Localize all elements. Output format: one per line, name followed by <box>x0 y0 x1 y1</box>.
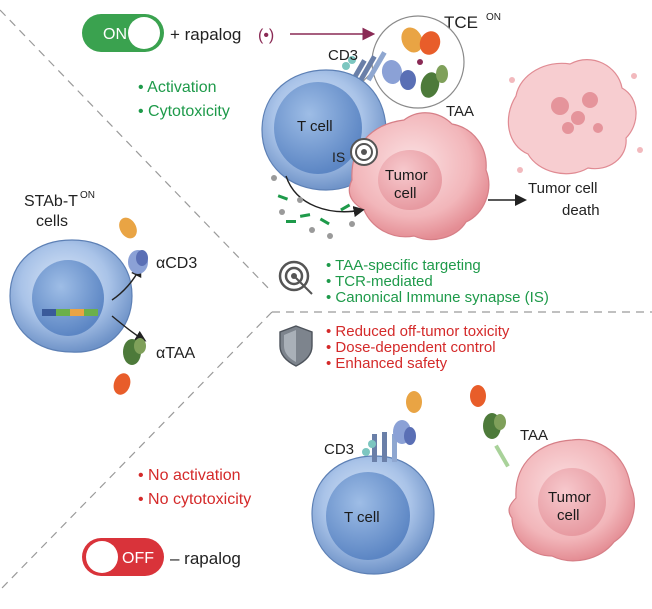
on-effect-cytotoxicity: • Cytotoxicity <box>138 103 230 120</box>
tce-label: TCE <box>444 13 478 32</box>
target-icon <box>278 260 313 295</box>
divider-upper-diagonal <box>0 9 273 293</box>
tce-zoom-circle <box>349 15 465 109</box>
ataa-label: αTAA <box>156 345 196 362</box>
t-cell-label-off: T cell <box>344 509 380 526</box>
feature-targeting-1: • TAA-specific targeting <box>326 257 481 274</box>
cd3-label-on: CD3 <box>328 47 358 64</box>
feature-safety-1: • Reduced off-tumor toxicity <box>326 323 510 340</box>
minus-rapalog-text: – rapalog <box>170 549 241 568</box>
feature-targeting-3: • Canonical Immune synapse (IS) <box>326 289 549 306</box>
acd3-fragment-off <box>393 391 422 445</box>
tumor-death-label-2: death <box>562 202 600 219</box>
plus-rapalog-text: + rapalog <box>170 25 241 44</box>
stab-t-cell <box>9 239 133 353</box>
tumor-cell-off: Tumor cell <box>508 438 635 562</box>
is-label: IS <box>332 149 345 165</box>
acd3-label: αCD3 <box>156 255 197 272</box>
tumor-cell-on: Tumor cell <box>348 112 490 241</box>
off-toggle-label: OFF <box>122 550 154 567</box>
stab-t-superscript: ON <box>80 190 95 201</box>
tumor-label-off-2: cell <box>557 507 580 524</box>
immune-synapse-icon <box>350 138 378 166</box>
tumor-death-label-1: Tumor cell <box>528 180 597 197</box>
tumor-label-off-1: Tumor <box>548 489 591 506</box>
dying-tumor-cell <box>507 59 643 175</box>
tumor-label-on-1: Tumor <box>385 167 428 184</box>
t-cell-label-on: T cell <box>297 118 333 135</box>
cytotoxic-granules <box>271 175 365 239</box>
stab-t-label: STAb-T <box>24 193 78 210</box>
transgene-cassette <box>42 309 98 316</box>
off-effect-no-activation: • No activation <box>138 467 241 484</box>
tumor-label-on-2: cell <box>394 185 417 202</box>
stab-t-cells-label: cells <box>36 213 68 230</box>
ataa-fragment-off <box>470 385 510 468</box>
cd3-label-off: CD3 <box>324 441 354 458</box>
tcr-cd3-complex <box>342 51 387 90</box>
on-toggle-label: ON <box>103 26 127 43</box>
feature-targeting-2: • TCR-mediated <box>326 273 433 290</box>
acd3-antibody <box>119 217 148 274</box>
on-toggle: ON <box>82 14 164 52</box>
ataa-antibody <box>113 338 146 395</box>
taa-label-on: TAA <box>446 103 474 120</box>
taa-label-off: TAA <box>520 427 548 444</box>
divider-lower-diagonal <box>0 311 273 591</box>
dividers <box>0 9 652 591</box>
shield-icon <box>279 325 313 367</box>
t-cell-off: T cell <box>311 455 435 575</box>
tce-superscript: ON <box>486 12 501 23</box>
cd3-receptors-off <box>362 432 397 462</box>
off-toggle: OFF <box>82 538 164 576</box>
on-effect-activation: • Activation <box>138 79 217 96</box>
rapalog-symbol: (•) <box>258 27 274 44</box>
feature-safety-3: • Enhanced safety <box>326 355 448 372</box>
feature-safety-2: • Dose-dependent control <box>326 339 496 356</box>
off-effect-no-cytotoxicity: • No cytotoxicity <box>138 491 251 508</box>
